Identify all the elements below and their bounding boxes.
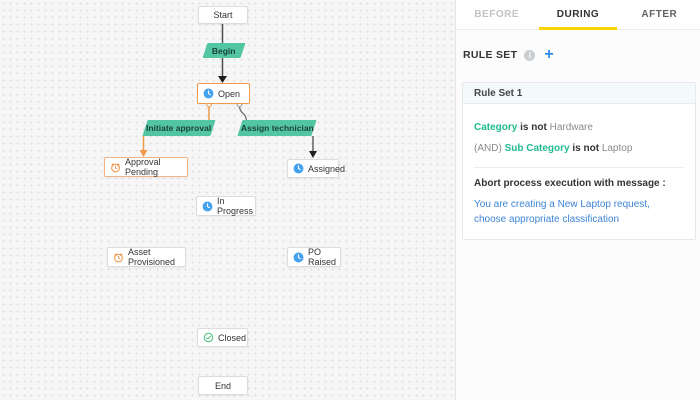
- transition-initiate-approval[interactable]: Initiate approval: [142, 120, 216, 136]
- condition-row: Category is not Hardware: [474, 120, 684, 135]
- transition-begin-label: Begin: [212, 45, 236, 56]
- rule-set-card-body: Category is not Hardware (AND) Sub Categ…: [463, 104, 695, 239]
- arrowhead-open: [218, 76, 227, 83]
- tab-before-label: BEFORE: [474, 9, 519, 20]
- status-clock-icon: [293, 163, 304, 174]
- node-in-progress[interactable]: In Progress: [196, 196, 256, 216]
- check-circle-icon: [203, 332, 214, 343]
- node-closed-label: Closed: [218, 332, 247, 343]
- condition-operator: is not: [520, 122, 547, 133]
- tab-after[interactable]: AFTER: [619, 0, 700, 29]
- tab-after-label: AFTER: [641, 9, 678, 20]
- connector-open-assign: [238, 105, 248, 122]
- abort-action-label: Abort process execution with message :: [474, 178, 666, 189]
- transition-assign-technician-label: Assign technician: [240, 123, 314, 133]
- node-assigned-label: Assigned: [308, 163, 346, 174]
- node-asset-provisioned-label: Asset Provisioned: [128, 247, 176, 267]
- node-open-label: Open: [218, 88, 241, 99]
- rule-set-card: Rule Set 1 Category is not Hardware (AND…: [462, 82, 696, 240]
- condition-field: Sub Category: [504, 143, 570, 154]
- node-in-progress-label: In Progress: [217, 196, 254, 216]
- status-clock-icon: [293, 252, 304, 262]
- tab-during[interactable]: DURING: [537, 0, 618, 30]
- node-open[interactable]: Open: [197, 83, 250, 104]
- arrowhead-approval-pending: [139, 150, 148, 157]
- transition-assign-technician[interactable]: Assign technician: [237, 120, 317, 136]
- rule-set-header-row: RULE SET i +: [463, 47, 700, 63]
- status-clock-icon: [203, 88, 214, 99]
- node-approval-pending[interactable]: Approval Pending: [104, 157, 188, 177]
- transition-begin[interactable]: Begin: [202, 43, 246, 58]
- alarm-clock-icon: [114, 252, 123, 262]
- phase-tabs: BEFORE DURING AFTER: [456, 0, 700, 30]
- rules-panel: BEFORE DURING AFTER RULE SET i + Rule Se…: [455, 0, 700, 400]
- alarm-clock-icon: [111, 162, 120, 172]
- arrowhead-assigned: [309, 151, 317, 158]
- node-end[interactable]: End: [198, 376, 248, 395]
- node-approval-pending-label: Approval Pending: [125, 157, 161, 177]
- node-po-raised-label: PO Raised: [308, 247, 337, 267]
- rule-set-card-title-label: Rule Set 1: [474, 87, 523, 99]
- rule-set-heading: RULE SET: [463, 49, 518, 61]
- condition-prefix: (AND): [474, 143, 505, 154]
- info-icon[interactable]: i: [524, 49, 536, 61]
- node-po-raised[interactable]: PO Raised: [287, 247, 341, 267]
- rule-set-card-title[interactable]: Rule Set 1: [463, 83, 695, 104]
- transition-initiate-approval-label: Initiate approval: [146, 123, 212, 133]
- tab-during-label: DURING: [556, 9, 600, 20]
- node-start[interactable]: Start: [198, 6, 248, 24]
- tab-before[interactable]: BEFORE: [456, 0, 537, 29]
- workflow-canvas[interactable]: Start Begin Open Initiate approval Assig…: [0, 0, 456, 400]
- condition-operator: is not: [572, 143, 600, 154]
- card-divider: [474, 167, 684, 168]
- node-asset-provisioned[interactable]: Asset Provisioned: [107, 247, 186, 267]
- abort-message-link[interactable]: You are creating a New Laptop request, c…: [474, 199, 650, 225]
- active-tab-underline: [539, 27, 617, 30]
- condition-field: Category: [474, 122, 518, 133]
- node-end-label: End: [214, 380, 231, 391]
- node-start-label: Start: [213, 10, 233, 20]
- condition-value: Laptop: [601, 143, 633, 154]
- condition-value: Hardware: [549, 122, 593, 133]
- condition-row: (AND) Sub Category is not Laptop: [474, 141, 684, 156]
- node-closed[interactable]: Closed: [197, 328, 248, 347]
- node-assigned[interactable]: Assigned: [287, 159, 345, 178]
- status-clock-icon: [202, 201, 213, 211]
- plus-icon[interactable]: +: [544, 46, 554, 63]
